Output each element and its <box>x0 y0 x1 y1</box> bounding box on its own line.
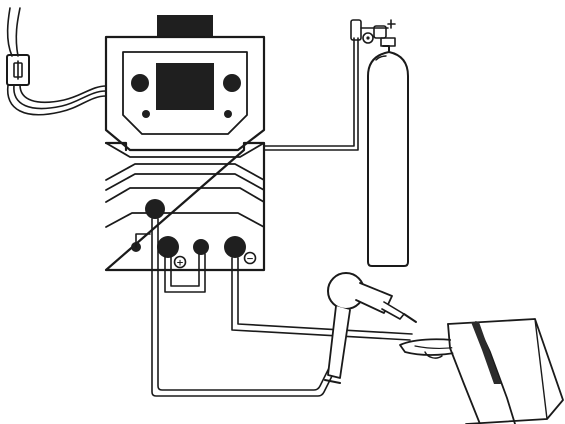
display-screen <box>156 63 214 110</box>
right-knob <box>223 74 241 92</box>
power-cord <box>6 7 107 116</box>
positive-terminal <box>157 236 179 258</box>
gas-cylinder <box>367 45 409 267</box>
weld-bead <box>471 322 501 384</box>
positive-symbol: + <box>176 259 184 269</box>
ground-cable <box>231 257 413 341</box>
torch-connector <box>145 199 165 219</box>
control-panel <box>122 51 248 135</box>
gas-terminal <box>193 239 209 255</box>
negative-symbol: − <box>246 255 254 265</box>
negative-symbol-badge <box>243 251 257 265</box>
wall-outlet <box>6 54 30 86</box>
workpiece <box>447 318 564 424</box>
torch-cable <box>151 218 336 397</box>
gas-hose <box>263 37 359 151</box>
positive-symbol-badge <box>173 255 187 269</box>
welder-machine <box>104 15 266 272</box>
left-knob <box>131 74 149 92</box>
polarity-jumper <box>164 253 206 293</box>
indicator-light-left <box>142 110 150 118</box>
negative-terminal <box>224 236 246 258</box>
indicator-light-right <box>224 110 232 118</box>
welder-handle <box>157 15 213 37</box>
tig-torch <box>324 272 417 384</box>
